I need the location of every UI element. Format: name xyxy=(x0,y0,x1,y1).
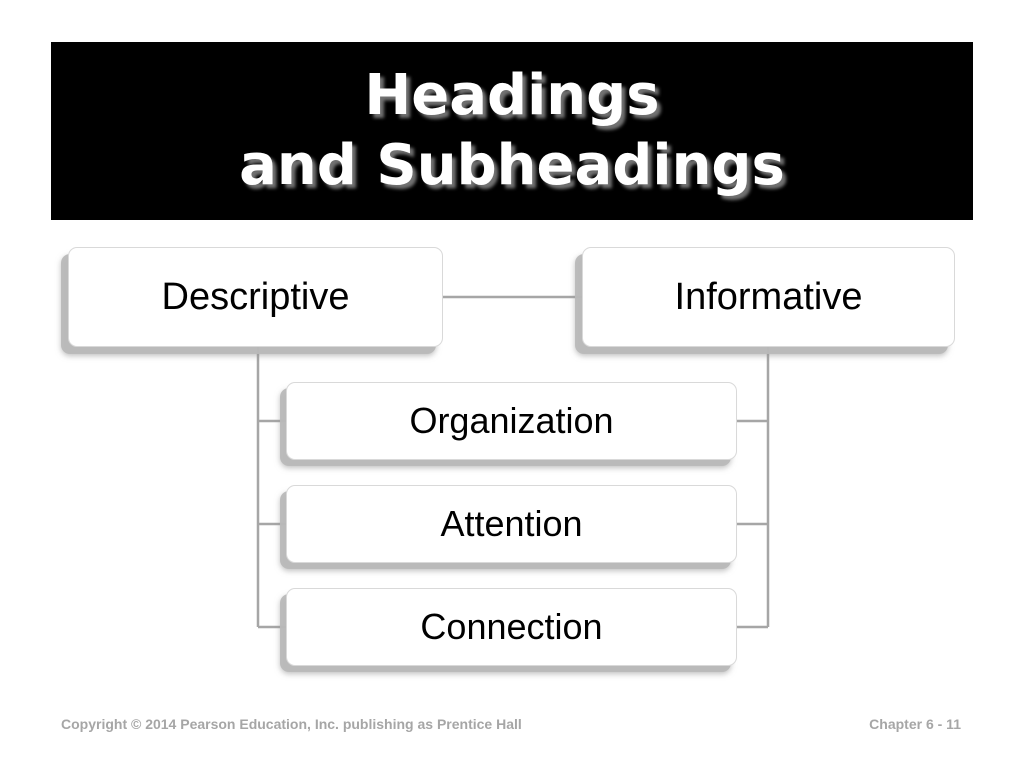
informative-box: Informative xyxy=(582,247,955,347)
attention-label: Attention xyxy=(440,503,583,544)
chapter-page-number: Chapter 6 - 11 xyxy=(869,716,961,732)
title-bar: Headings and Subheadings xyxy=(51,42,973,220)
organization-box: Organization xyxy=(286,382,737,460)
organization-label: Organization xyxy=(409,400,614,441)
attention-box: Attention xyxy=(286,485,737,563)
informative-label: Informative xyxy=(674,275,863,318)
connection-label: Connection xyxy=(420,606,603,647)
title-line-2: and Subheadings xyxy=(239,133,785,198)
copyright-footer: Copyright © 2014 Pearson Education, Inc.… xyxy=(61,716,522,732)
descriptive-label: Descriptive xyxy=(161,275,350,318)
title-line-1: Headings xyxy=(364,63,660,128)
connection-box: Connection xyxy=(286,588,737,666)
slide-title: Headings and Subheadings xyxy=(239,61,785,201)
descriptive-box: Descriptive xyxy=(68,247,443,347)
